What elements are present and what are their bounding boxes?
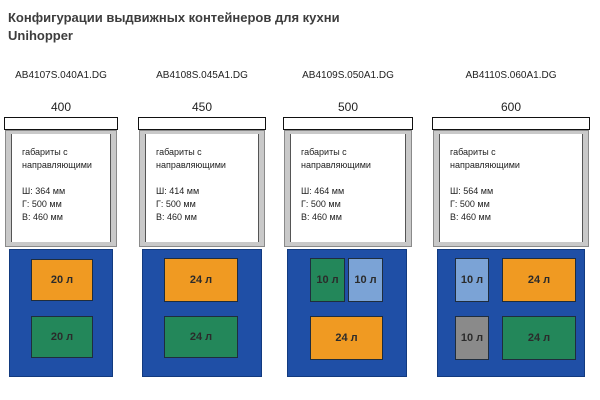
bin: 20 л [31, 316, 93, 358]
bin: 10 л [348, 258, 383, 302]
height-value: В: 460 мм [22, 212, 63, 222]
dimensions-note: габариты с направляющими Ш: 414 мм Г: 50… [145, 134, 259, 242]
note-line-1: габариты с [450, 147, 496, 157]
bin-label: 10 л [460, 274, 484, 286]
height-value: В: 460 мм [301, 212, 342, 222]
bin-label: 24 л [527, 332, 551, 344]
container-box: 10 л 10 л 24 л [287, 249, 407, 377]
depth-value: Г: 500 мм [156, 199, 196, 209]
width-value: Ш: 464 мм [301, 186, 345, 196]
bin: 20 л [31, 259, 93, 301]
note-line-1: габариты с [301, 147, 347, 157]
width-value: Ш: 564 мм [450, 186, 494, 196]
cabinet-size-label: 500 [337, 100, 359, 114]
bin-label: 20 л [50, 274, 74, 286]
bin: 24 л [164, 258, 238, 302]
bin-label: 10 л [460, 332, 484, 344]
note-line-2: направляющими [156, 160, 226, 170]
bin-label: 10 л [316, 274, 339, 286]
bin: 24 л [310, 316, 383, 360]
bin: 24 л [502, 258, 576, 302]
height-value: В: 460 мм [156, 212, 197, 222]
bin-label: 24 л [335, 332, 358, 344]
cabinet-size-label: 450 [191, 100, 213, 114]
depth-value: Г: 500 мм [450, 199, 490, 209]
dimensions-note: габариты с направляющими Ш: 564 мм Г: 50… [439, 134, 583, 242]
config-card-400: AB4107S.040A1.DG 400 габариты с направля… [4, 0, 118, 400]
width-value: Ш: 364 мм [22, 186, 66, 196]
note-line-2: направляющими [22, 160, 92, 170]
depth-value: Г: 500 мм [22, 199, 62, 209]
dimension-bar [138, 117, 266, 130]
container-box: 24 л 24 л [142, 249, 262, 377]
note-line-2: направляющими [450, 160, 520, 170]
dimensions-note: габариты с направляющими Ш: 364 мм Г: 50… [11, 134, 111, 242]
dimensions-note: габариты с направляющими Ш: 464 мм Г: 50… [290, 134, 406, 242]
title-line-2: Unihopper [8, 28, 73, 43]
bin-label: 24 л [189, 274, 213, 286]
guide-frame: габариты с направляющими Ш: 564 мм Г: 50… [433, 130, 589, 247]
bin: 10 л [455, 316, 489, 360]
container-box: 20 л 20 л [9, 249, 113, 377]
width-value: Ш: 414 мм [156, 186, 200, 196]
bin: 10 л [455, 258, 489, 302]
bin-label: 20 л [50, 331, 74, 343]
note-line-2: направляющими [301, 160, 371, 170]
page-title: Конфигурации выдвижных контейнеров для к… [8, 9, 340, 45]
bin-label: 24 л [189, 331, 213, 343]
bin: 10 л [310, 258, 345, 302]
bin: 24 л [164, 316, 238, 358]
note-line-1: габариты с [22, 147, 68, 157]
config-card-450: AB4108S.045A1.DG 450 габариты с направля… [138, 0, 266, 400]
bin: 24 л [502, 316, 576, 360]
note-line-1: габариты с [156, 147, 202, 157]
article-code: AB4109S.050A1.DG [302, 70, 394, 81]
guide-frame: габариты с направляющими Ш: 364 мм Г: 50… [5, 130, 117, 247]
cabinet-size-label: 600 [500, 100, 522, 114]
bin-label: 10 л [354, 274, 377, 286]
article-code: AB4107S.040A1.DG [15, 70, 107, 81]
depth-value: Г: 500 мм [301, 199, 341, 209]
article-code: AB4110S.060A1.DG [465, 70, 557, 81]
config-card-600: AB4110S.060A1.DG 600 габариты с направля… [432, 0, 590, 400]
container-box: 10 л 24 л 10 л 24 л [437, 249, 585, 377]
bin-label: 24 л [527, 274, 551, 286]
dimension-bar [432, 117, 590, 130]
guide-frame: габариты с направляющими Ш: 414 мм Г: 50… [139, 130, 265, 247]
height-value: В: 460 мм [450, 212, 491, 222]
article-code: AB4108S.045A1.DG [156, 70, 248, 81]
cabinet-size-label: 400 [50, 100, 72, 114]
dimension-bar [283, 117, 413, 130]
config-card-500: AB4109S.050A1.DG 500 габариты с направля… [283, 0, 413, 400]
dimension-bar [4, 117, 118, 130]
title-line-1: Конфигурации выдвижных контейнеров для к… [8, 10, 340, 25]
guide-frame: габариты с направляющими Ш: 464 мм Г: 50… [284, 130, 412, 247]
